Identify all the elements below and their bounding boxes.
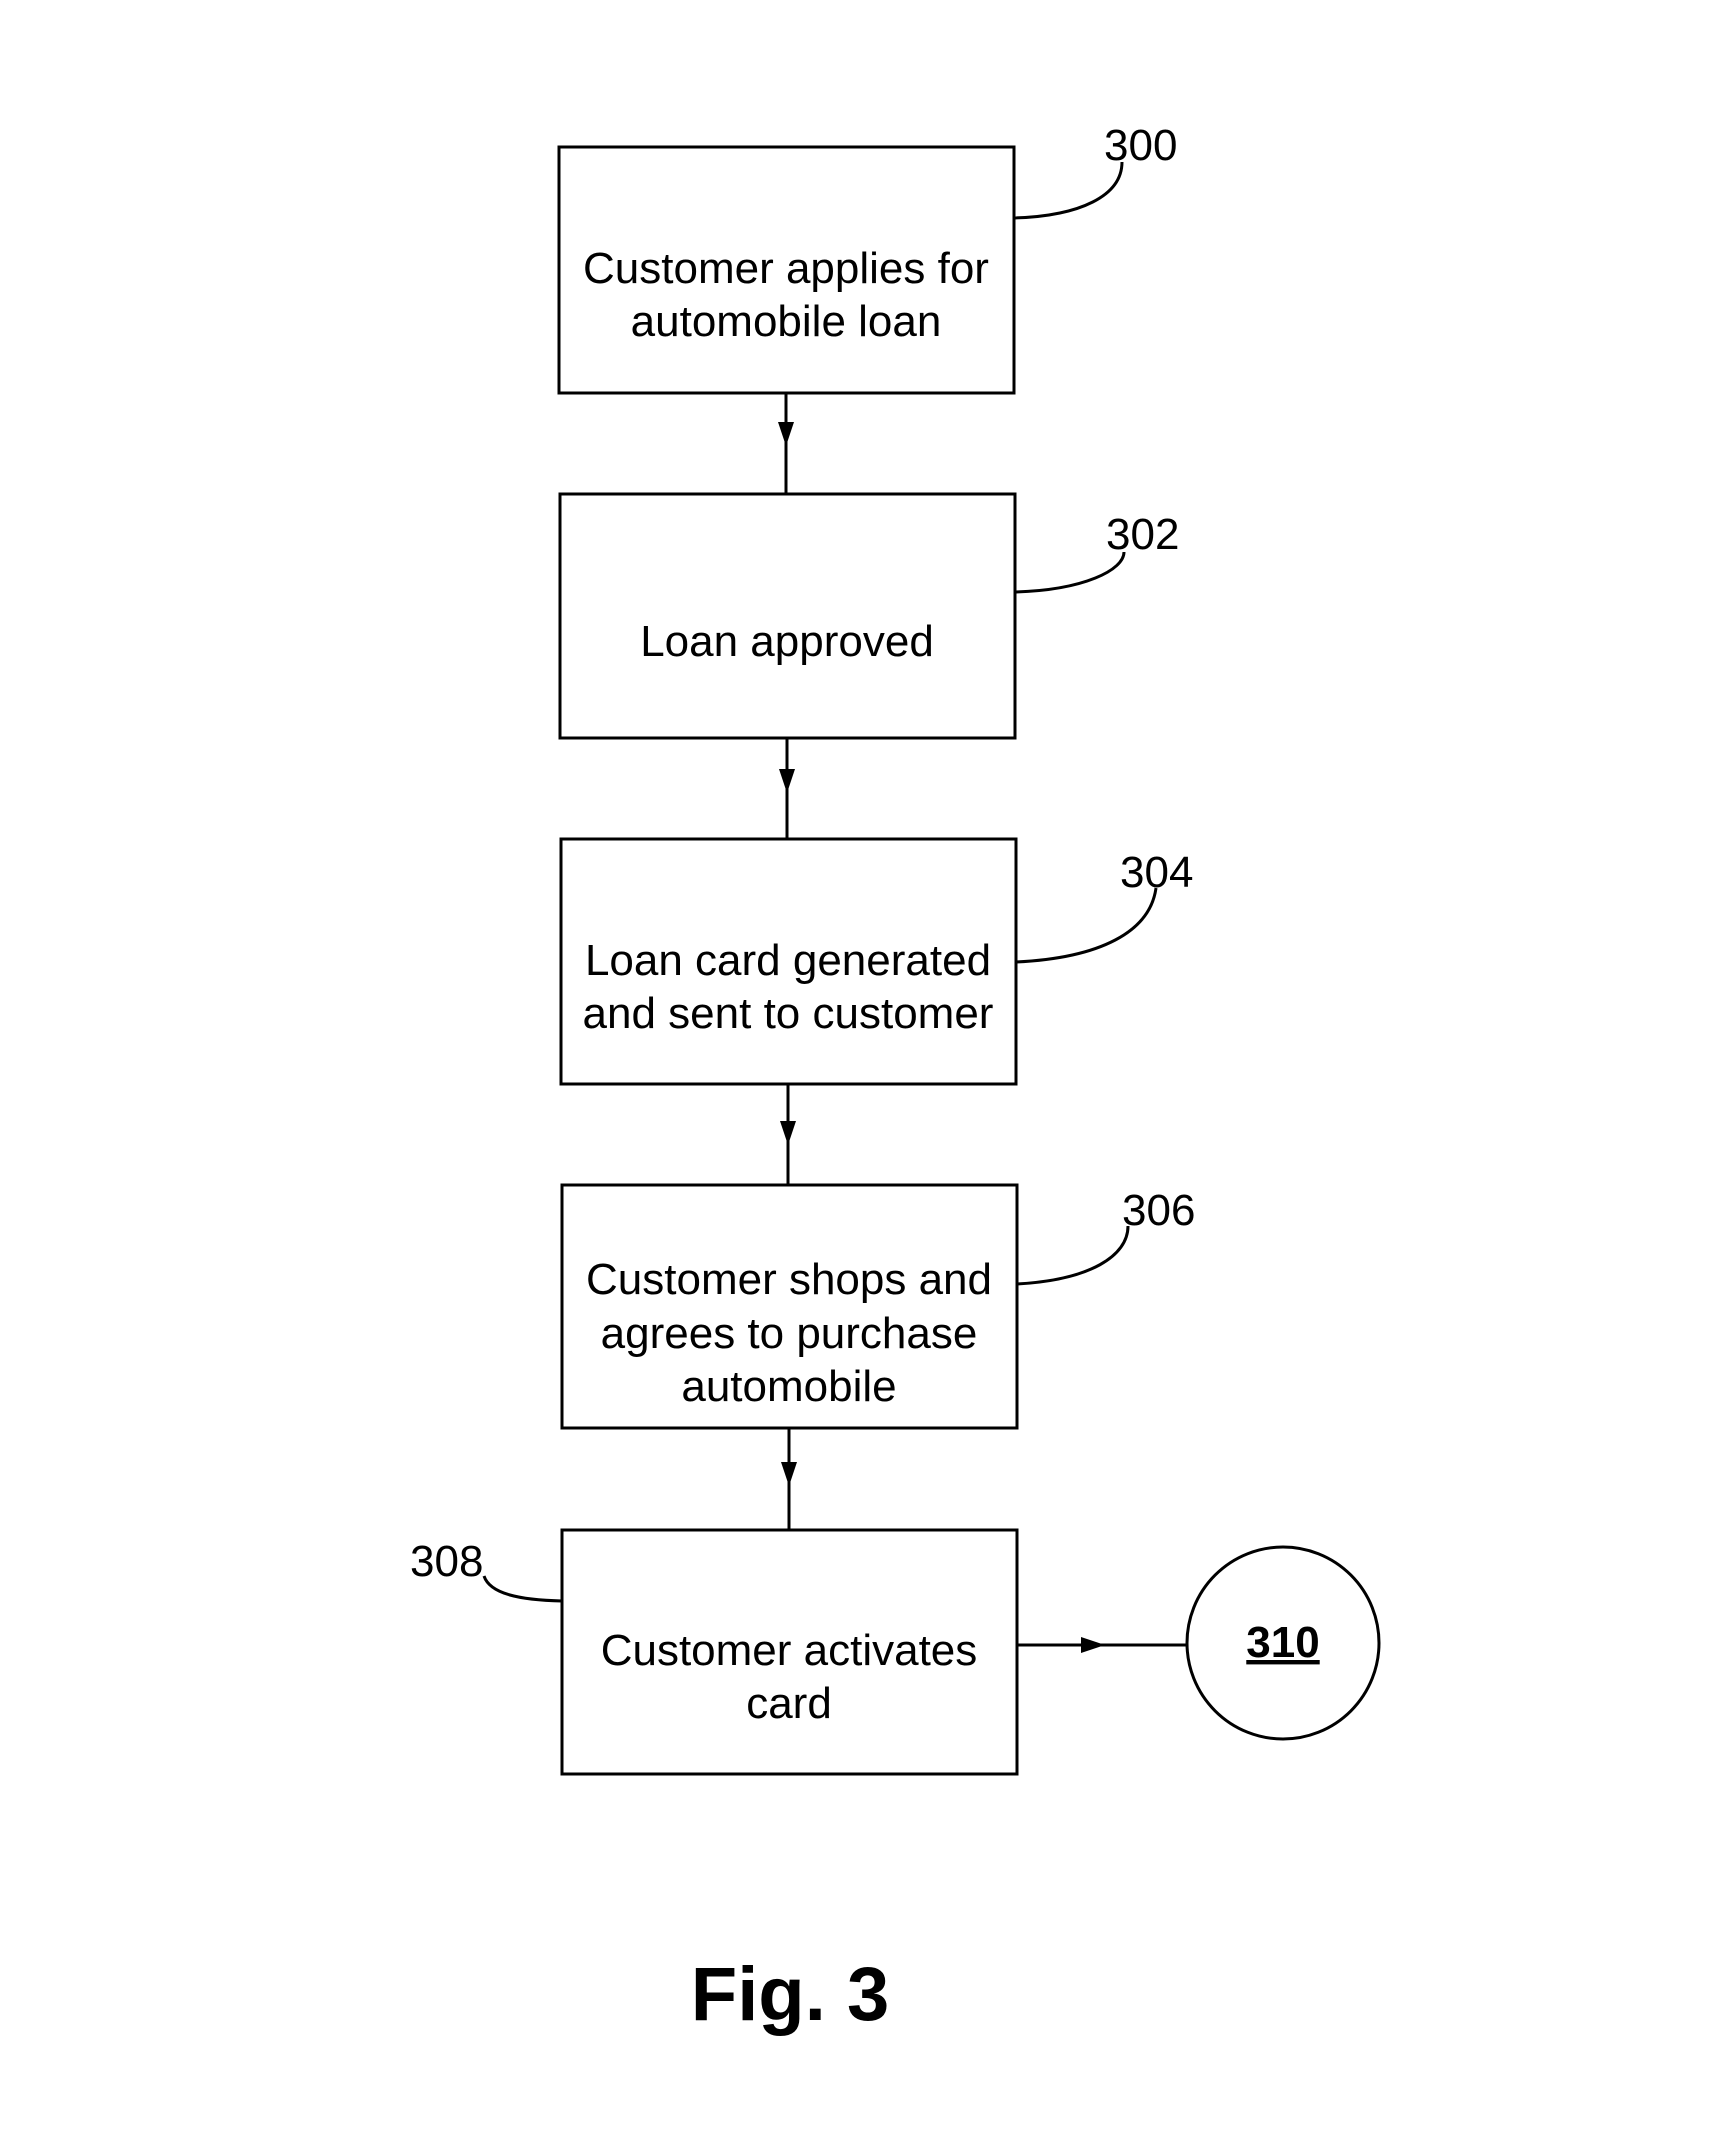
arrowhead-302-304 [779, 769, 795, 793]
step-text-line: Customer shops and [586, 1255, 992, 1304]
step-text-line: and sent to customer [583, 989, 994, 1038]
reference-numeral: 308 [410, 1537, 483, 1586]
reference-numeral: 300 [1104, 121, 1177, 170]
connector-label: 310 [1246, 1618, 1319, 1667]
step-text-line: automobile [681, 1362, 896, 1411]
step-308: Customer activates card 308 [410, 1530, 1017, 1774]
arrowhead-306-308 [781, 1462, 797, 1486]
step-304: Loan card generated and sent to customer… [561, 839, 1193, 1084]
arrowhead-304-306 [780, 1121, 796, 1145]
step-text-line: Customer applies for [583, 244, 989, 293]
arrowhead-300-302 [778, 422, 794, 446]
step-text-line: Customer activates [601, 1626, 978, 1675]
step-text-line: Loan approved [640, 617, 934, 666]
figure-caption: Fig. 3 [691, 1952, 889, 2037]
reference-leader [1014, 162, 1122, 218]
step-302: Loan approved 302 [560, 494, 1179, 738]
step-text-line: automobile loan [631, 297, 942, 346]
step-text-line: Loan card generated [585, 936, 991, 985]
reference-numeral: 306 [1122, 1186, 1195, 1235]
step-306: Customer shops and agrees to purchase au… [562, 1185, 1195, 1428]
reference-leader [1016, 888, 1156, 962]
reference-numeral: 304 [1120, 848, 1193, 897]
step-box [560, 494, 1015, 738]
step-text-line: card [746, 1679, 832, 1728]
step-text-line: agrees to purchase [601, 1309, 978, 1358]
reference-leader [1017, 1226, 1128, 1284]
reference-numeral: 302 [1106, 510, 1179, 559]
arrowhead-308-310 [1081, 1637, 1105, 1653]
reference-leader [484, 1576, 562, 1601]
step-300: Customer applies for automobile loan 300 [559, 121, 1177, 393]
connector-node-310: 310 [1187, 1547, 1379, 1739]
